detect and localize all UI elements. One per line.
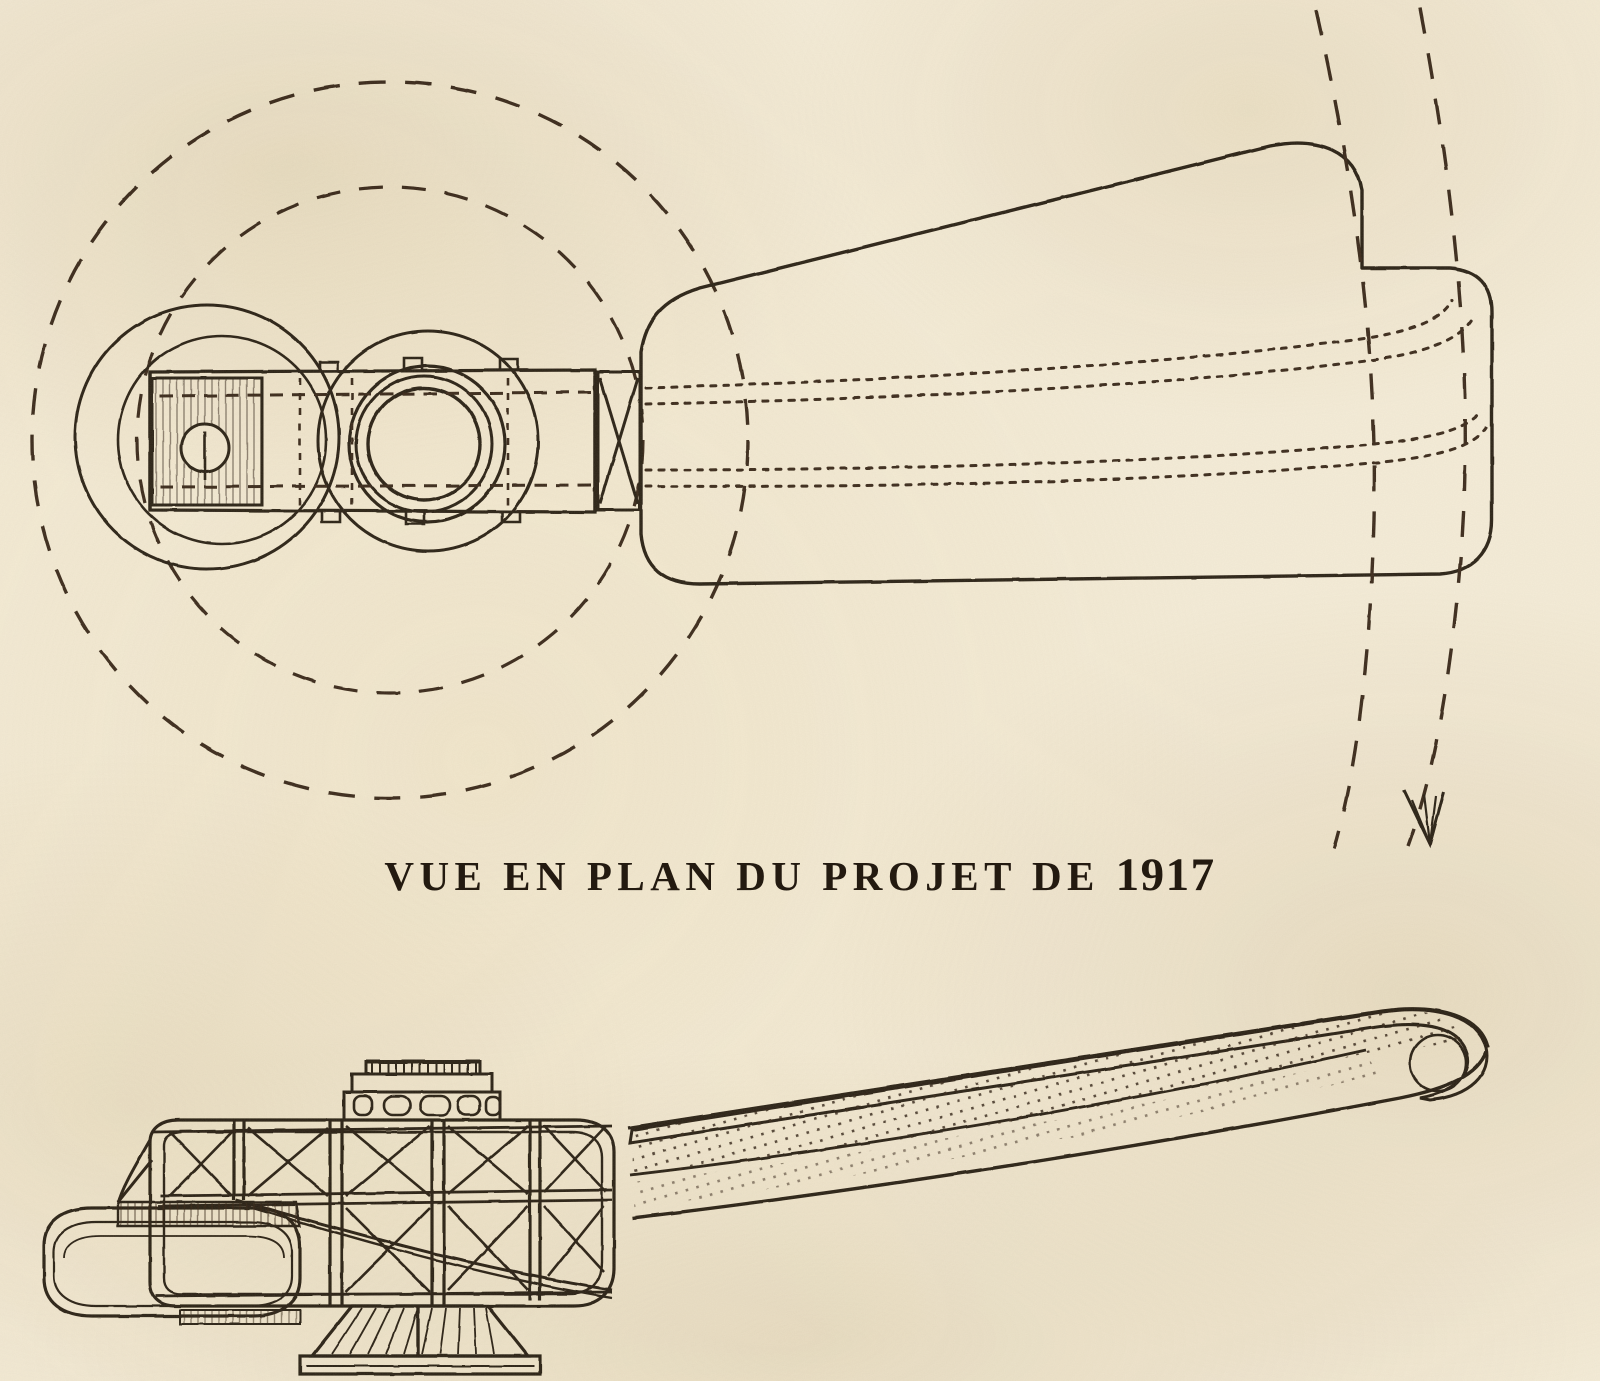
figure-caption: VUE EN PLAN DU PROJET DE 1917 — [0, 848, 1600, 902]
left-float-bottom-hatch — [179, 1309, 301, 1325]
caption-year: 1917 — [1115, 849, 1216, 901]
left-float-shoulder-hatch — [116, 1200, 302, 1228]
caption-text: VUE EN PLAN DU PROJET DE — [384, 853, 1100, 899]
